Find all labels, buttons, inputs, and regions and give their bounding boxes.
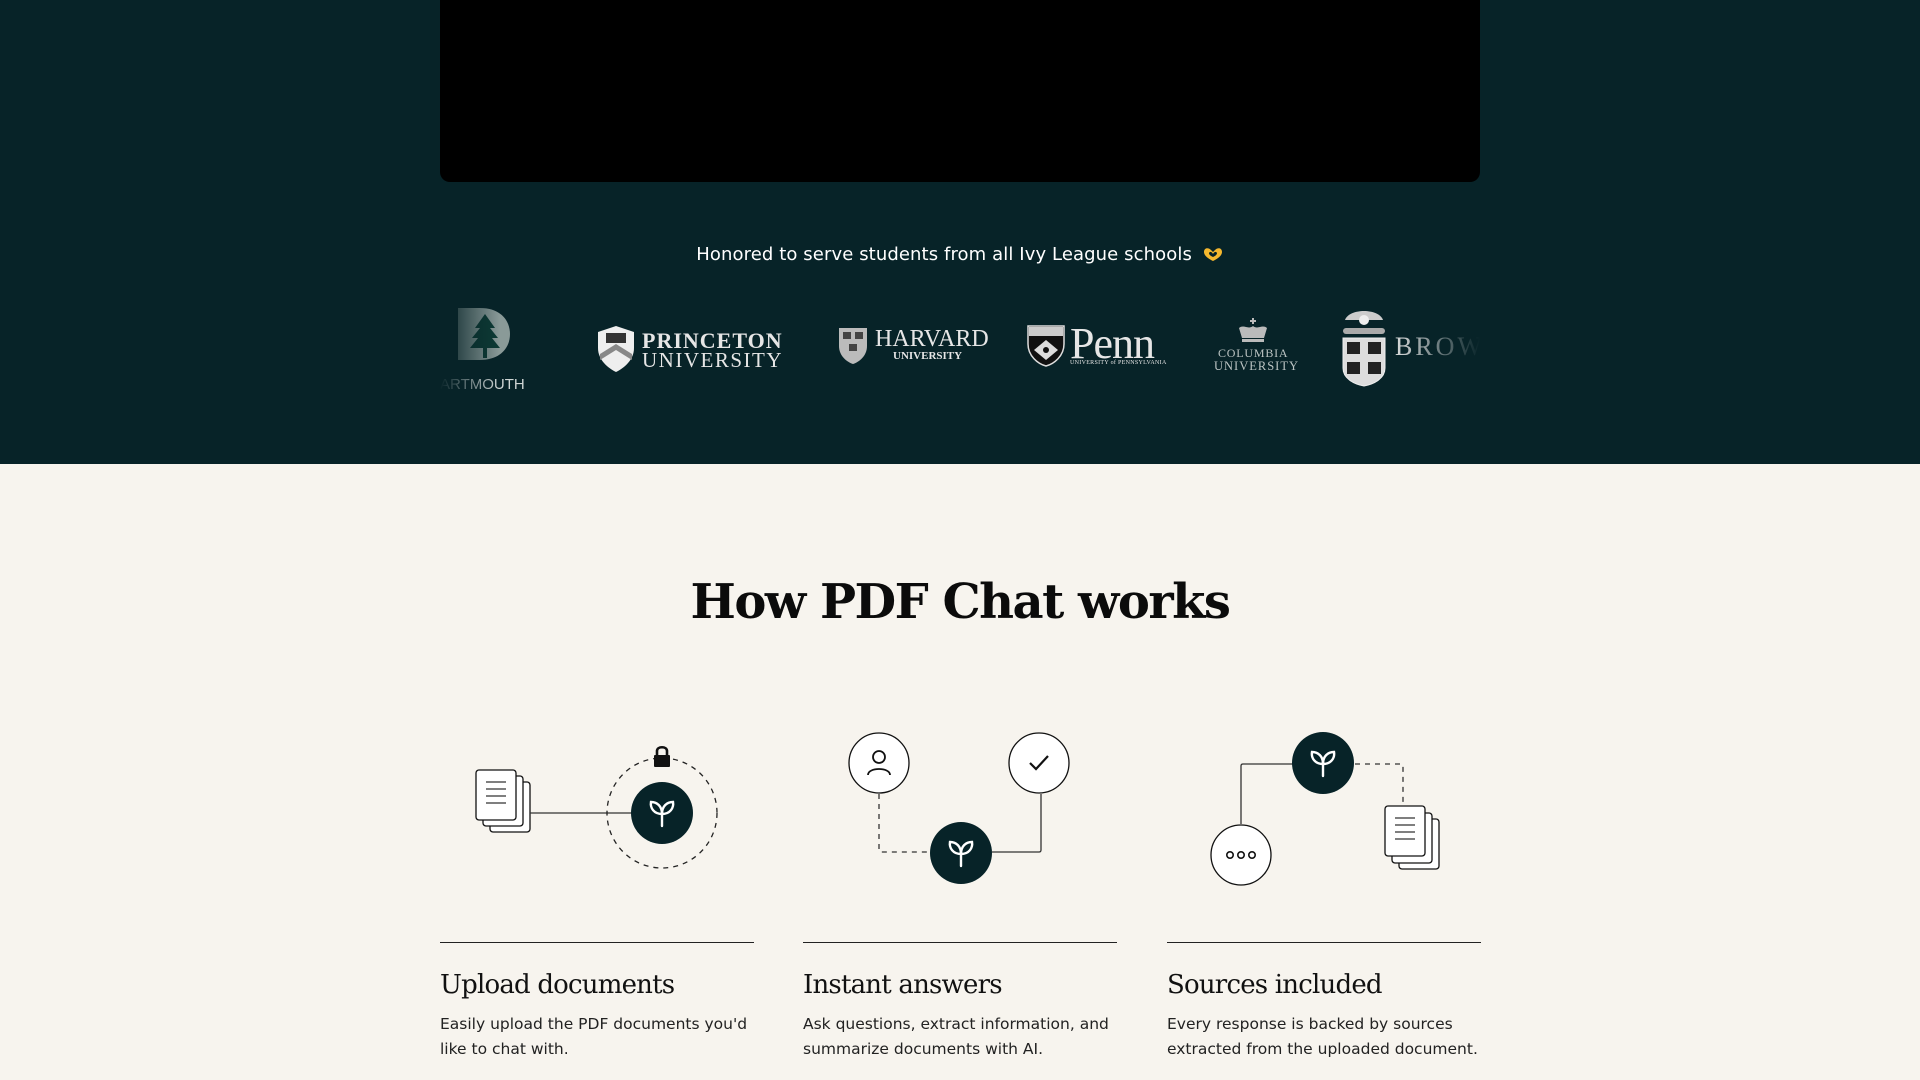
columbia-line2: UNIVERSITY — [1214, 359, 1299, 373]
sprout-icon — [1310, 750, 1336, 778]
columbia-line1: COLUMBIA — [1218, 346, 1289, 360]
check-icon — [1029, 755, 1049, 771]
columbia-crown-icon — [1239, 318, 1267, 342]
princeton-line2: UNIVERSITY — [642, 348, 783, 372]
card-description: Every response is backed by sources extr… — [1167, 1015, 1478, 1058]
princeton-line1: PRINCETON — [642, 328, 783, 353]
honored-text: Honored to serve students from all Ivy L… — [696, 244, 1192, 265]
university-logos-carousel: ARTMOUTH PRINCETON UNIVERSITY HARVARD UN… — [440, 300, 1480, 400]
feature-card-sources: Sources included Every response is backe… — [1167, 700, 1481, 1058]
feature-card-upload: Upload documents Easily upload the PDF d… — [440, 700, 754, 1058]
card-title: Instant answers — [803, 970, 1003, 1000]
user-icon — [867, 750, 891, 776]
documents-stack-icon — [1384, 805, 1440, 870]
lock-icon — [654, 745, 670, 767]
brown-shield-icon — [1342, 311, 1386, 387]
divider — [803, 942, 1117, 943]
princeton-shield-icon — [598, 326, 634, 372]
divider — [1167, 942, 1481, 943]
penn-shield-icon — [1027, 325, 1065, 367]
harvard-line2: UNIVERSITY — [893, 350, 963, 362]
heart-hands-icon — [1202, 246, 1224, 262]
sprout-icon — [948, 840, 974, 868]
video-player[interactable] — [440, 0, 1480, 182]
sprout-icon — [649, 800, 675, 828]
penn-line2: UNIVERSITY of PENNSYLVANIA — [1070, 360, 1167, 366]
documents-stack-icon — [475, 769, 531, 833]
section-title: How PDF Chat works — [690, 574, 1231, 630]
harvard-line1: HARVARD — [875, 326, 989, 352]
sources-illustration — [1167, 700, 1481, 930]
answers-illustration — [803, 700, 1117, 930]
card-description: Ask questions, extract information, and … — [803, 1015, 1109, 1058]
harvard-shield-icon — [839, 328, 867, 364]
card-description: Easily upload the PDF documents you'd li… — [440, 1015, 748, 1058]
honored-banner: Honored to serve students from all Ivy L… — [0, 244, 1920, 265]
card-title: Upload documents — [440, 970, 675, 1000]
more-dots-icon — [1225, 851, 1257, 860]
penn-line1: Penn — [1070, 319, 1155, 368]
hero-section: Honored to serve students from all Ivy L… — [0, 0, 1920, 464]
upload-illustration — [440, 700, 754, 930]
card-title: Sources included — [1167, 970, 1383, 1000]
divider — [440, 942, 754, 943]
feature-card-answers: Instant answers Ask questions, extract i… — [803, 700, 1117, 1058]
